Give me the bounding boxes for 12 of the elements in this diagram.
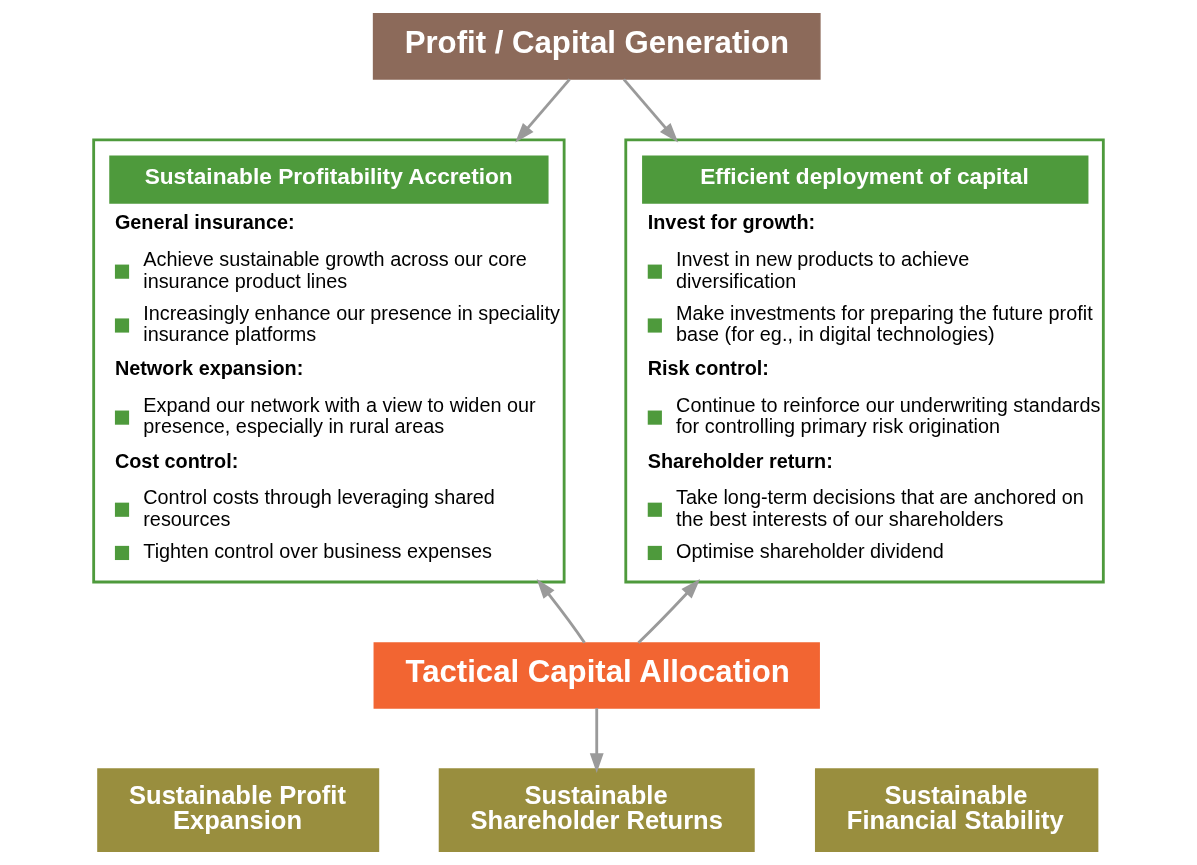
arrow [536, 578, 586, 644]
node-box: Profit / Capital Generation [372, 13, 821, 80]
node-box: Sustainable Profitability Accretion General insurance: Achieve sustainable growth across our core insurance product lines Increasingly enhance our presence in speciality insurance platforms Network expansion: Expand our network with a view to widen our presence, especially in rural areas Cost control: Control costs through leveraging shared resources Tighten control over business expenses [92, 138, 566, 584]
node-box: Sustainable Profit Expansion [97, 768, 380, 852]
arrow [637, 579, 701, 644]
node-box: Sustainable Shareholder Returns [438, 768, 755, 852]
arrow [589, 708, 604, 773]
arrow [622, 78, 679, 143]
arrow [515, 78, 571, 143]
node-box: Sustainable Financial Stability [814, 768, 1099, 852]
node-box: Tactical Capital Allocation [373, 642, 820, 709]
node-box: Efficient deployment of capital Invest for growth: Invest in new products to achieve diversification Make investments for preparing the future profit base (for eg., in digital technologies) Risk control: Continue to reinforce our underwriting standards for controlling primary risk origination Shareholder return: Take long-term decisions that are anchored on the best interests of our shareholders Optimise shareholder dividend [624, 138, 1105, 584]
